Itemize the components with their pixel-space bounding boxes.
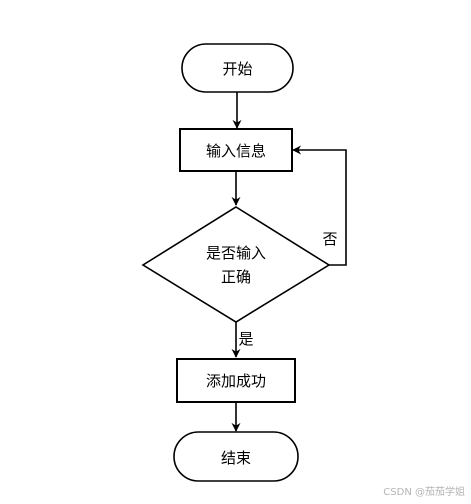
end-node xyxy=(173,431,299,482)
decision-label-line2: 正确 xyxy=(221,268,251,286)
success-node xyxy=(176,358,296,403)
decision-node xyxy=(141,206,331,323)
input-node xyxy=(179,128,293,172)
watermark: CSDN @茄茄学姐 xyxy=(383,487,465,498)
input-node-label: 输入信息 xyxy=(206,142,266,160)
decision-label-line1: 是否输入 xyxy=(206,244,266,262)
edge-label-yes: 是 xyxy=(238,330,253,348)
success-node-label: 添加成功 xyxy=(206,372,266,390)
edge-label-no: 否 xyxy=(322,230,337,248)
start-node-label: 开始 xyxy=(222,60,252,78)
arrow-no-loop xyxy=(292,145,347,266)
end-node-label: 结束 xyxy=(221,449,251,467)
